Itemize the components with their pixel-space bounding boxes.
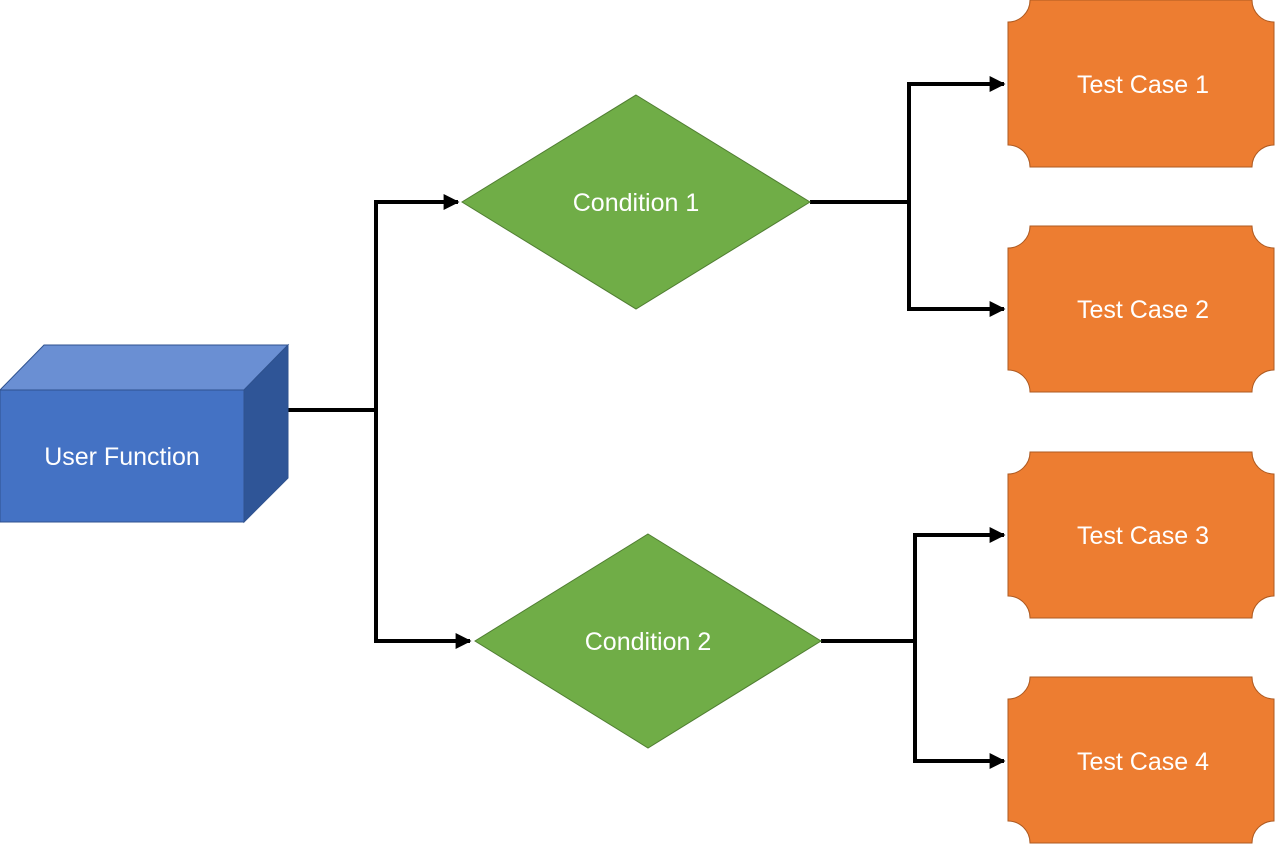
test-case-2-plaque <box>1007 225 1275 393</box>
condition-2-node: Condition 2 <box>474 533 822 749</box>
test-case-4-node: Test Case 4 <box>1007 676 1275 844</box>
test-case-4-plaque <box>1007 676 1275 844</box>
condition-1-label: Condition 1 <box>573 189 699 217</box>
test-case-3-label: Test Case 3 <box>1077 522 1209 550</box>
test-case-2-node: Test Case 2 <box>1007 225 1275 393</box>
connector-user-function-to-condition-2 <box>374 410 472 649</box>
test-case-3-plaque <box>1007 451 1275 619</box>
test-case-1-node: Test Case 1 <box>1007 0 1275 168</box>
user-function-cube-front <box>0 389 245 523</box>
connector-condition-1-to-test-case-2 <box>907 202 1006 317</box>
test-case-1-plaque <box>1007 0 1275 168</box>
condition-2-diamond <box>474 533 822 749</box>
test-case-3-node: Test Case 3 <box>1007 451 1275 619</box>
connector-condition-1-to-test-case-1 <box>810 76 1006 204</box>
user-function-label: User Function <box>44 443 200 471</box>
connector-user-function-to-condition-1 <box>288 194 460 412</box>
test-case-4-label: Test Case 4 <box>1077 748 1209 776</box>
condition-1-node: Condition 1 <box>461 94 811 310</box>
user-function-cube-top <box>0 344 290 391</box>
condition-1-diamond <box>461 94 811 310</box>
user-function-node: User Function <box>0 343 290 524</box>
connectors <box>288 76 1006 769</box>
test-case-2-label: Test Case 2 <box>1077 296 1209 324</box>
condition-2-label: Condition 2 <box>585 628 711 656</box>
connector-condition-2-to-test-case-4 <box>913 641 1006 769</box>
test-case-1-label: Test Case 1 <box>1077 71 1209 99</box>
connector-condition-2-to-test-case-3 <box>821 527 1006 643</box>
